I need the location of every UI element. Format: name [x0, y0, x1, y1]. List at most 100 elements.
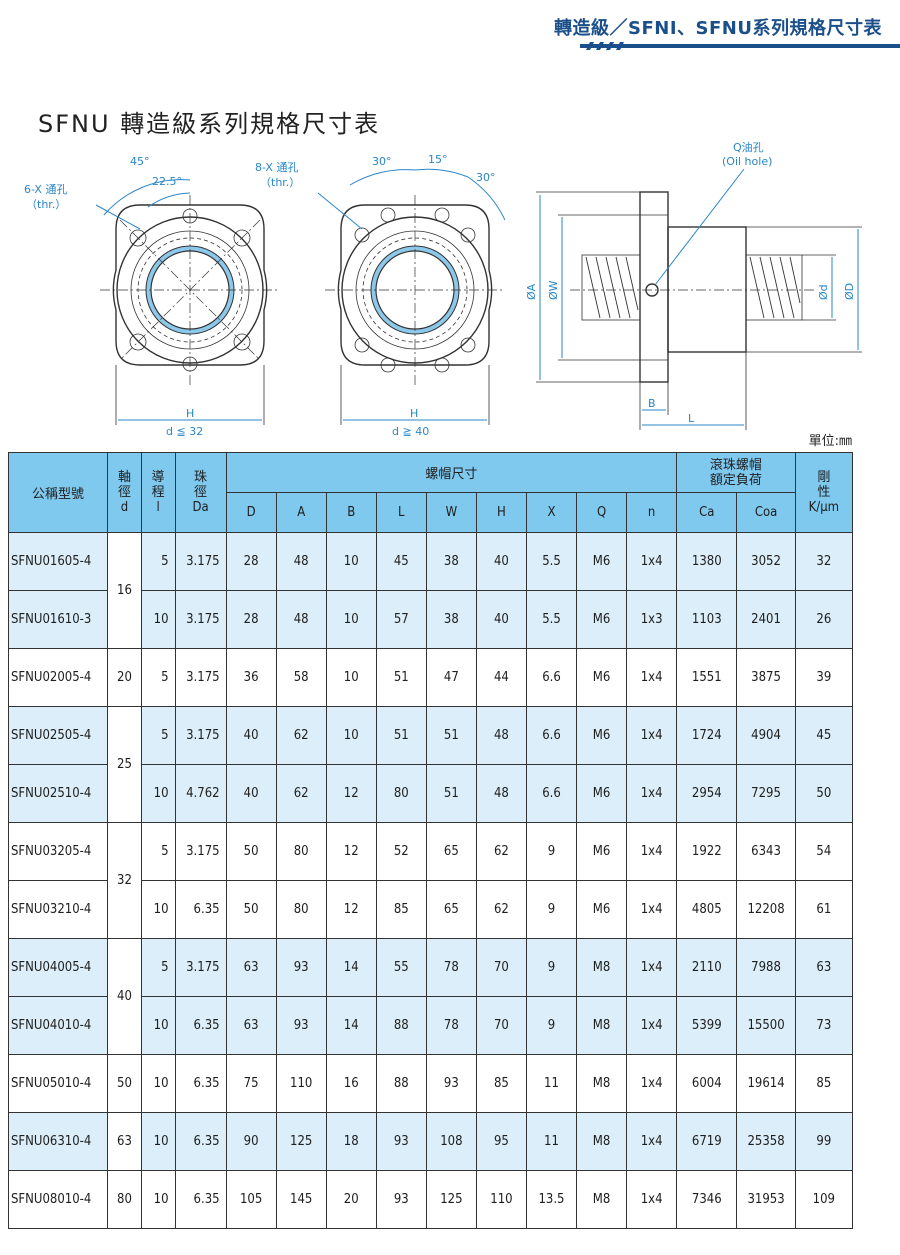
cell-q: M6: [576, 880, 628, 939]
cell-n: 1x4: [626, 1112, 678, 1171]
hole-label-6x: 6-X 通孔: [24, 183, 67, 196]
flange-view-8-hole: 30° 15° 30° 8-X 通孔 （thr.） H d ≧ 40: [255, 153, 506, 438]
cell-l: 57: [375, 590, 427, 649]
flange-view-6-hole: 45° 22.5° 6-X 通孔 （thr.） H d ≦ 32: [24, 155, 280, 438]
angle-15-label: 15°: [428, 153, 448, 166]
cell-n: 1x4: [626, 996, 678, 1055]
cell-n: 1x4: [626, 1054, 678, 1113]
cell-l: 5: [140, 822, 176, 881]
cell-l: 52: [375, 822, 427, 881]
cell-l: 51: [375, 706, 427, 765]
hole-label-thr: （thr.）: [26, 198, 66, 211]
cell-l: 93: [375, 1112, 427, 1171]
cell-b: 10: [325, 532, 377, 591]
cell-ca: 1380: [676, 532, 738, 591]
dim-w-label: ØW: [547, 280, 560, 300]
cell-model: SFNU08010-4: [7, 1170, 109, 1229]
cell-h: 95: [475, 1112, 527, 1171]
cell-h: 62: [475, 822, 527, 881]
cell-l: 93: [375, 1170, 427, 1229]
cell-model: SFNU03210-4: [7, 880, 109, 939]
cell-d: 28: [225, 590, 277, 649]
cell-x: 5.5: [525, 590, 578, 649]
cell-x: 6.6: [525, 706, 578, 765]
cell-shaft-diameter: 80: [107, 1170, 142, 1229]
cell-d: 28: [225, 532, 277, 591]
cell-k: 54: [794, 822, 854, 881]
cell-l: 10: [140, 1170, 176, 1229]
dim-a-label: ØA: [525, 283, 538, 300]
cell-coa: 12208: [736, 880, 796, 939]
angle-30-label-b: 30°: [476, 171, 496, 184]
cell-shaft-diameter: 40: [107, 938, 142, 1055]
cell-k: 32: [794, 532, 854, 591]
cell-ca: 6719: [676, 1112, 738, 1171]
cell-n: 1x3: [626, 590, 678, 649]
cell-a: 80: [275, 880, 327, 939]
cell-l: 10: [140, 1112, 176, 1171]
cell-l: 80: [375, 764, 427, 823]
header-col-w: W: [425, 492, 477, 533]
cell-da: 3.175: [174, 648, 227, 707]
cell-b: 12: [325, 822, 377, 881]
cell-n: 1x4: [626, 880, 678, 939]
cell-w: 125: [425, 1170, 477, 1229]
cell-da: 3.175: [174, 590, 227, 649]
cell-w: 51: [425, 764, 477, 823]
cell-ca: 1922: [676, 822, 738, 881]
cell-l: 10: [140, 764, 176, 823]
cell-w: 51: [425, 706, 477, 765]
cell-h: 62: [475, 880, 527, 939]
cell-model: SFNU02505-4: [7, 706, 109, 765]
cell-k: 61: [794, 880, 854, 939]
cell-q: M8: [576, 996, 628, 1055]
cell-h: 40: [475, 532, 527, 591]
cell-k: 63: [794, 938, 854, 997]
cell-l: 10: [140, 1054, 176, 1113]
cell-x: 5.5: [525, 532, 578, 591]
cell-coa: 19614: [736, 1054, 796, 1113]
h-dim-label-left: H: [186, 407, 194, 420]
cell-coa: 31953: [736, 1170, 796, 1229]
cell-ca: 5399: [676, 996, 738, 1055]
cell-k: 39: [794, 648, 854, 707]
cell-model: SFNU05010-4: [7, 1054, 109, 1113]
cell-a: 58: [275, 648, 327, 707]
cell-coa: 7295: [736, 764, 796, 823]
cell-model: SFNU03205-4: [7, 822, 109, 881]
header-load: 滾珠螺帽額定負荷: [676, 452, 796, 493]
cell-n: 1x4: [626, 648, 678, 707]
cell-da: 3.175: [174, 706, 227, 765]
cell-da: 6.35: [174, 1170, 227, 1229]
d-range-label-left: d ≦ 32: [166, 425, 203, 438]
cell-l: 5: [140, 648, 176, 707]
hole-label-8x: 8-X 通孔: [255, 161, 298, 174]
cell-shaft-diameter: 63: [107, 1112, 142, 1171]
page-title: SFNU 轉造級系列規格尺寸表: [38, 110, 381, 138]
cell-l: 5: [140, 938, 176, 997]
cell-l: 5: [140, 532, 176, 591]
oil-hole-label-en: (Oil hole): [722, 155, 772, 168]
cell-model: SFNU06310-4: [7, 1112, 109, 1171]
cell-shaft-diameter: 50: [107, 1054, 142, 1113]
oil-hole-label: Q油孔: [733, 140, 764, 154]
cell-k: 109: [794, 1170, 854, 1229]
cell-w: 78: [425, 938, 477, 997]
cell-x: 6.6: [525, 648, 578, 707]
dim-d-small-label: Ød: [817, 284, 830, 300]
header-col-d: D: [225, 492, 277, 533]
cell-x: 9: [525, 938, 578, 997]
cell-h: 85: [475, 1054, 527, 1113]
cell-ca: 2954: [676, 764, 738, 823]
header-col-h: H: [475, 492, 527, 533]
cell-k: 85: [794, 1054, 854, 1113]
cell-a: 48: [275, 532, 327, 591]
cell-l: 5: [140, 706, 176, 765]
cell-ca: 2110: [676, 938, 738, 997]
unit-label: 單位:㎜: [808, 434, 852, 449]
hole-label-thr-mid: （thr.）: [260, 176, 300, 189]
